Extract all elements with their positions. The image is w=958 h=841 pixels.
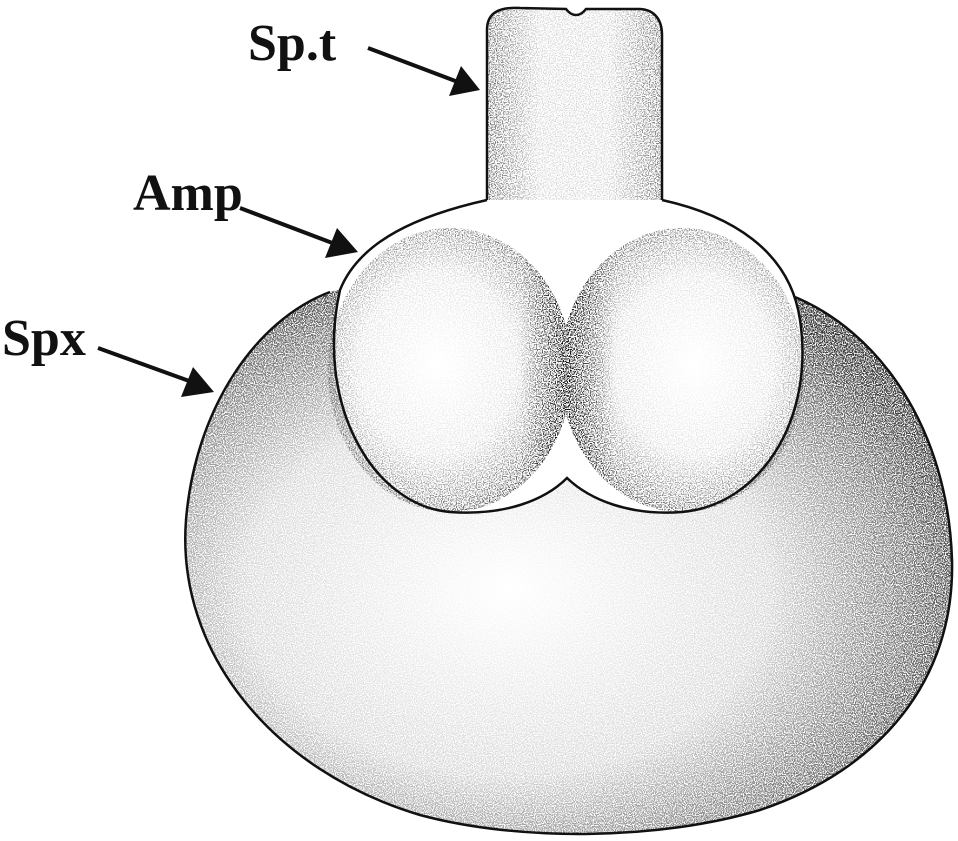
label-amp-group: Amp	[133, 165, 358, 258]
arrow-amp	[240, 208, 335, 244]
label-spt-group: Sp.t	[248, 15, 480, 96]
arrowhead-spx	[181, 367, 214, 397]
label-spx: Spx	[2, 310, 86, 367]
label-spx-group: Spx	[2, 310, 214, 397]
arrow-spx	[98, 348, 192, 382]
spt-stalk	[487, 8, 662, 215]
arrow-spt	[368, 48, 458, 82]
label-spt: Sp.t	[248, 15, 337, 72]
amp-bulb	[328, 200, 804, 520]
label-amp: Amp	[133, 165, 243, 222]
